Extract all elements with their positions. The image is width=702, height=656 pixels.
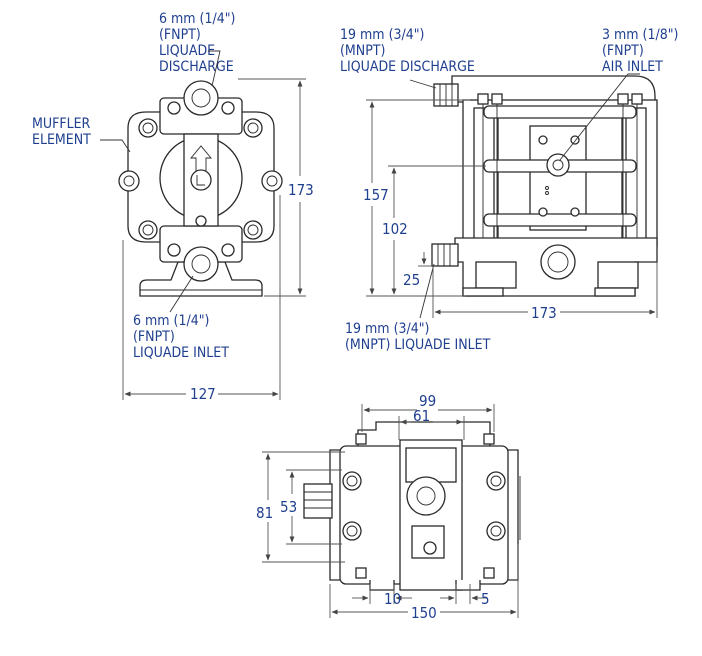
- bottom-5-value: 5: [481, 590, 490, 608]
- bottom-10-value: 10: [384, 590, 401, 608]
- bottom-dim-10: 10: [352, 584, 412, 608]
- side-view: [431, 75, 658, 297]
- bottom-81-value: 81: [256, 504, 273, 522]
- bottom-61-value: 61: [413, 407, 430, 425]
- air-inlet-size: 3 mm (1/8"): [602, 27, 678, 43]
- air-inlet-thread: (FNPT): [602, 43, 644, 59]
- side-25-value: 25: [403, 271, 420, 289]
- side-102-value: 102: [382, 220, 408, 238]
- bottom-dim-53: 53: [280, 469, 342, 545]
- air-inlet-leader: [559, 73, 640, 161]
- front-inlet-name: LIQUADE INLET: [133, 345, 229, 361]
- front-discharge-line4: DISCHARGE: [159, 59, 234, 75]
- front-discharge-size: 6 mm (1/4"): [159, 11, 235, 27]
- side-discharge-size: 19 mm (3/4"): [340, 27, 424, 43]
- front-inlet-thread: (FNPT): [133, 329, 175, 345]
- muffler-line1: MUFFLER: [32, 116, 91, 132]
- bottom-150-value: 150: [411, 604, 437, 622]
- side-discharge-label: 19 mm (3/4") (MNPT) LIQUADE DISCHARGE: [340, 27, 475, 89]
- front-view: [118, 80, 283, 297]
- bottom-dim-61: 61: [398, 407, 465, 440]
- side-dim-173: 173: [432, 262, 658, 322]
- side-discharge-leader: [409, 79, 437, 89]
- side-173-value: 173: [531, 304, 557, 322]
- side-inlet-size: 19 mm (3/4"): [345, 321, 429, 337]
- air-inlet-label: 3 mm (1/8") (FNPT) AIR INLET: [559, 27, 678, 161]
- bottom-dim-99: 99: [361, 392, 495, 432]
- bottom-dim-81: 81: [256, 451, 345, 563]
- front-inlet-label: 6 mm (1/4") (FNPT) LIQUADE INLET: [133, 275, 229, 361]
- front-inlet-leader: [169, 275, 194, 313]
- side-inlet-leader: [419, 263, 435, 319]
- front-discharge-thread: (FNPT): [159, 27, 201, 43]
- side-dim-157: 157: [363, 99, 470, 297]
- bottom-53-value: 53: [280, 498, 297, 516]
- air-inlet-name: AIR INLET: [602, 59, 663, 75]
- side-inlet-name: (MNPT) LIQUADE INLET: [345, 337, 491, 353]
- side-inlet-label: 19 mm (3/4") (MNPT) LIQUADE INLET: [345, 263, 491, 353]
- front-inlet-size: 6 mm (1/4"): [133, 313, 209, 329]
- muffler-label: MUFFLER ELEMENT: [32, 116, 131, 153]
- front-width-value: 127: [190, 385, 216, 403]
- muffler-line2: ELEMENT: [32, 132, 91, 148]
- front-dim-width: 127: [122, 195, 281, 403]
- bottom-dim-150: 150: [329, 544, 519, 622]
- front-discharge-label: 6 mm (1/4") (FNPT) LIQUADE DISCHARGE: [159, 11, 235, 87]
- bottom-dim-5: 5: [440, 584, 490, 608]
- side-dim-25: 25: [403, 252, 432, 289]
- bottom-view: [303, 421, 521, 591]
- muffler-leader: [100, 139, 131, 153]
- front-dim-height: 173: [238, 78, 314, 297]
- front-discharge-line3: LIQUADE: [159, 43, 215, 59]
- side-discharge-thread: (MNPT): [340, 43, 385, 59]
- side-discharge-name: LIQUADE DISCHARGE: [340, 59, 475, 75]
- front-height-value: 173: [288, 181, 314, 199]
- bottom-99-value: 99: [419, 392, 436, 410]
- side-dim-102: 102: [382, 165, 486, 295]
- side-157-value: 157: [363, 186, 389, 204]
- front-discharge-leader: [208, 50, 221, 87]
